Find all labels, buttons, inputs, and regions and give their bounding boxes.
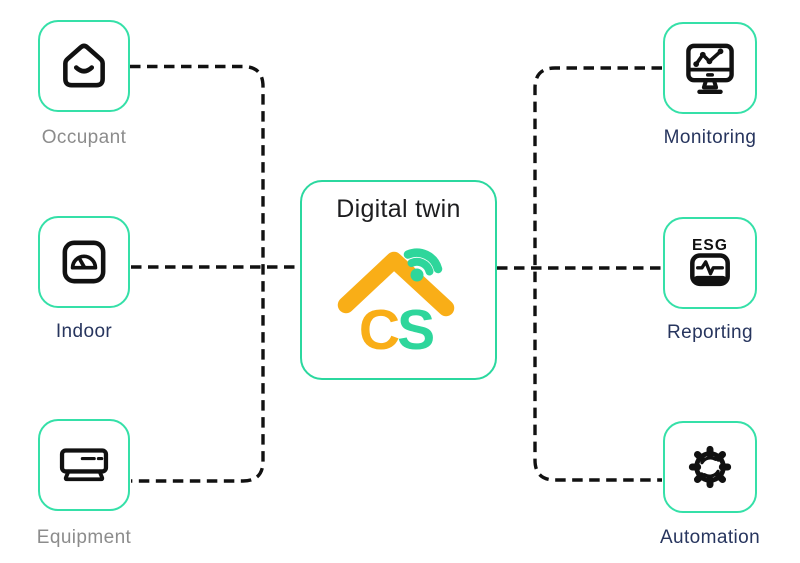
node-label-monitoring: Monitoring <box>663 127 757 148</box>
center-title: Digital twin <box>336 195 461 223</box>
connector-right-branch <box>533 66 662 482</box>
house-occupant-icon <box>63 43 105 88</box>
esg-report-icon: ESG <box>690 237 730 287</box>
node-label-reporting: Reporting <box>667 322 753 343</box>
cs-logo: CS <box>337 248 454 358</box>
esg-badge-text: ESG <box>692 237 728 254</box>
logo-roof-shape <box>337 251 454 317</box>
node-occupant <box>38 20 130 112</box>
logo-wordmark: CS <box>358 298 432 358</box>
node-automation <box>663 421 757 513</box>
air-conditioner-icon <box>59 448 109 482</box>
center-node-digital-twin: Digital twin CS <box>300 180 497 380</box>
node-indoor <box>38 216 130 308</box>
node-equipment <box>38 419 130 511</box>
node-reporting: ESG <box>663 217 757 309</box>
gear-sync-icon <box>688 445 732 489</box>
node-label-automation: Automation <box>659 527 761 548</box>
node-label-occupant: Occupant <box>41 127 127 148</box>
node-label-indoor: Indoor <box>55 321 113 342</box>
monitor-chart-icon <box>686 43 734 95</box>
connector-left-branch <box>130 64 265 483</box>
node-monitoring <box>663 22 757 114</box>
logo-letter-c: C <box>358 298 398 358</box>
node-label-equipment: Equipment <box>36 527 132 548</box>
gauge-indoor-icon <box>62 240 106 284</box>
logo-letter-s: S <box>397 298 433 358</box>
logo-wifi-icon <box>403 248 442 282</box>
